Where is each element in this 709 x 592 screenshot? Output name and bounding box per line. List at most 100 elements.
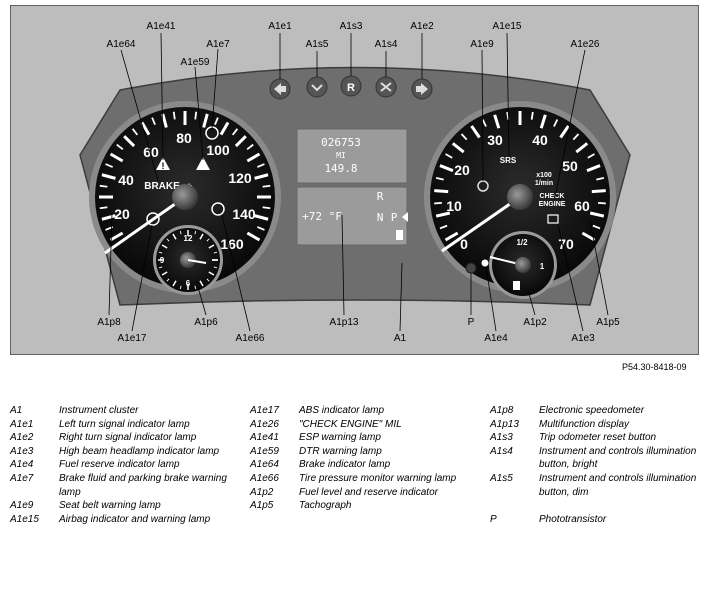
tachometer: 0 10 20 30 40 50 60 70 SRS x100 1/min CH…: [424, 101, 616, 299]
callout-A1e1: A1e1: [268, 21, 292, 32]
dial-tick: [435, 211, 451, 218]
fuel-full-label: 1: [540, 262, 545, 271]
legend-code: A1: [10, 405, 23, 416]
tach-tick-label: 20: [454, 162, 470, 178]
legend-description: Electronic speedometer: [539, 405, 645, 416]
dial-tick: [161, 271, 168, 276]
dial-tick: [194, 111, 198, 120]
dial-tick: [179, 285, 182, 290]
dial-tick: [99, 206, 108, 210]
dial-tick: [161, 113, 168, 128]
dial-tick: [109, 152, 124, 163]
legend-description: Brake indicator lamp: [299, 459, 391, 471]
dial-tick: [101, 214, 116, 221]
legend-entry: A1e2 Right turn signal indicator lamp: [10, 431, 235, 445]
speedometer-hub: [172, 184, 198, 210]
dial-tick: [256, 163, 265, 168]
dial-tick: [123, 135, 136, 148]
legend-entry: A1e64 Brake indicator lamp: [250, 458, 480, 472]
abs-icon: [146, 212, 160, 226]
legend-code: A1p2: [250, 486, 274, 498]
dial-tick: [140, 121, 151, 136]
callout-A1: A1: [394, 333, 407, 344]
legend-description: Instrument cluster: [59, 405, 139, 416]
tach-unit: x100: [536, 172, 552, 179]
fuel-pump-icon: [513, 281, 520, 290]
callout-A1p5: A1p5: [596, 317, 620, 328]
esp-warning-icon: [156, 157, 170, 170]
dial-tick: [219, 121, 230, 136]
dial-tick: [493, 114, 501, 129]
dial-tick: [559, 125, 570, 139]
dial-tick: [131, 128, 139, 136]
fuel-reserve-lamp: [481, 259, 489, 267]
dial-tick: [586, 164, 601, 173]
dial-tick: [206, 238, 210, 242]
callout-labels: A1e41 A1e7 A1e64 A1e59 A1e1 A1s5 A1s3 A1…: [97, 21, 620, 344]
legend-description: Tire pressure monitor warning lamp: [299, 472, 457, 484]
dial-tick: [194, 285, 197, 290]
left-arrow-icon: [274, 83, 286, 95]
speed-tick-label: 140: [232, 206, 256, 222]
callout-A1e59: A1e59: [181, 57, 210, 68]
dial-tick: [589, 211, 605, 218]
dial-tick: [199, 280, 204, 287]
tach-tick-label: 10: [446, 198, 462, 214]
dial-tick: [246, 231, 261, 242]
dial-tick: [214, 117, 219, 126]
callout-A1e66: A1e66: [236, 333, 265, 344]
multifunction-display: 026753 MI 149.8 +72 °F R N P: [296, 128, 408, 246]
dtr-warning-icon: [196, 157, 210, 170]
dial-tick: [539, 114, 547, 129]
dial-tick: [553, 119, 559, 127]
dim-button[interactable]: [306, 76, 328, 98]
legend-entry: A1 Instrument cluster: [10, 404, 235, 418]
legend-code: A1s3: [490, 432, 513, 444]
dial-tick: [172, 233, 177, 240]
dial-tick: [451, 142, 465, 154]
brake-indicator-text: BRAKE: [144, 181, 180, 192]
legend-code: A1p13: [490, 418, 519, 430]
display-bottom-panel: [296, 186, 408, 246]
dial-tick: [208, 244, 215, 249]
dial-tick: [172, 280, 177, 287]
clock-number: 12: [184, 234, 193, 243]
dial-tick: [116, 143, 124, 151]
trip-reset-letter: R: [347, 82, 355, 94]
callout-A1p6: A1p6: [194, 317, 218, 328]
dial-tick: [101, 173, 116, 180]
dial-tick: [434, 201, 442, 205]
legend-description: DTR warning lamp: [299, 445, 382, 457]
dial-tick: [213, 266, 218, 269]
dial-tick: [434, 189, 449, 194]
callout-A1e15: A1e15: [493, 21, 522, 32]
legend-code: P: [490, 513, 497, 525]
callout-A1e2: A1e2: [410, 21, 434, 32]
bright-icon: [380, 82, 392, 92]
legend-code: A1e2: [10, 432, 34, 444]
dial-tick: [166, 278, 170, 282]
legend-code: A1e64: [250, 459, 279, 471]
callout-A1e17: A1e17: [118, 333, 147, 344]
dial-tick: [246, 143, 254, 151]
speed-tick-label: 120: [228, 170, 252, 186]
fuel-hub: [515, 257, 531, 273]
cluster-diagram: 20 40 60 80 100 120 140 160 BRAKE mph ! …: [10, 5, 699, 355]
legend-description: Right turn signal indicator lamp: [59, 432, 197, 444]
dial-tick: [158, 251, 163, 254]
legend-entry: A1e26"CHECK ENGINE" MIL: [250, 418, 480, 432]
legend-description: Instrument and controls illumination but…: [539, 472, 697, 498]
legend-code: A1e9: [10, 500, 34, 512]
tach-tick-label: 70: [558, 236, 574, 252]
legend-code: A1p8: [490, 405, 514, 416]
legend-code: A1e59: [250, 445, 279, 457]
dial-tick: [444, 231, 459, 242]
